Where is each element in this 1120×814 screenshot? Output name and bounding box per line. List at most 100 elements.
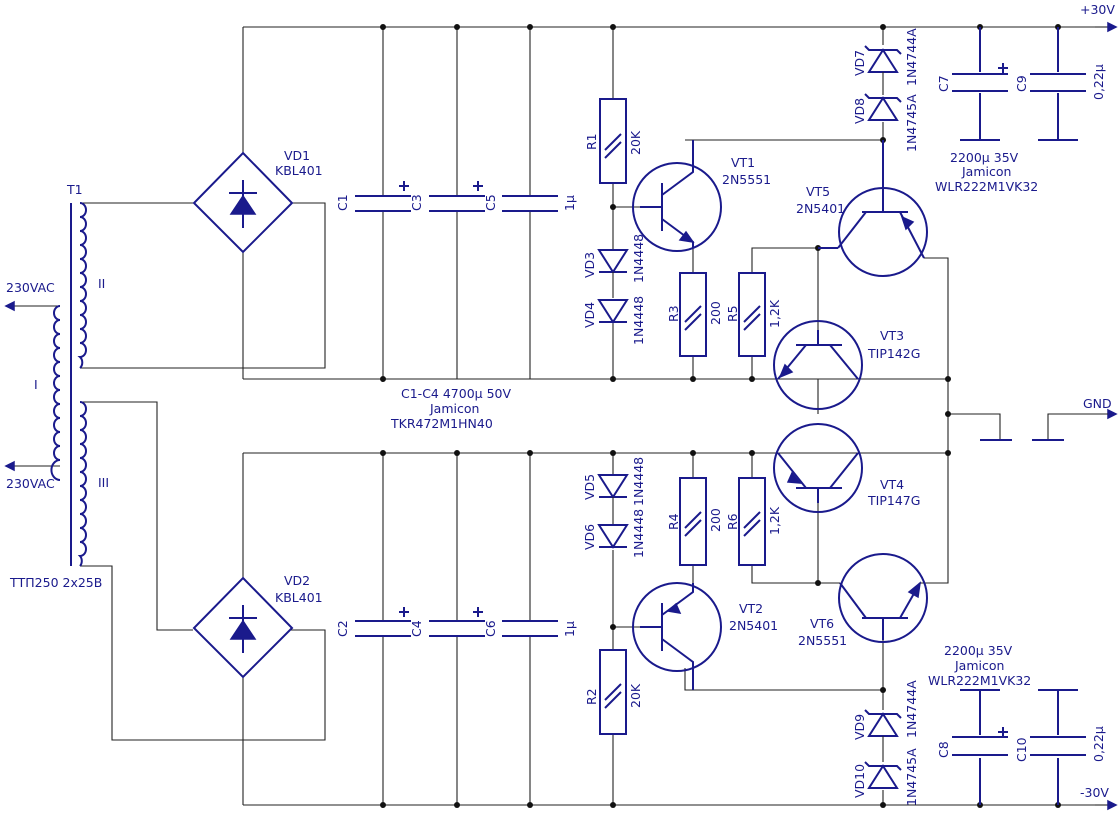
labels: +30V -30V GND T1 I II III 230VAC 230VAC … [6, 2, 1115, 806]
c6-label: C6 [483, 620, 498, 637]
t1-ref-label: T1 [66, 182, 83, 197]
cap-c4 [429, 620, 485, 637]
vt2-ref-label: VT2 [739, 601, 763, 616]
vd8-ref-label: VD8 [852, 98, 867, 124]
vt6-ref-label: VT6 [810, 616, 834, 631]
vd7-part-label: 1N4744A [904, 28, 919, 86]
vd2-part-label: KBL401 [275, 590, 323, 605]
r2-value-label: 20K [628, 683, 643, 708]
cap-c9 [1030, 73, 1086, 92]
c9-label: C9 [1014, 75, 1029, 92]
vd1-ref-label: VD1 [284, 148, 310, 163]
transformer-part-label: ТТП250 2x25В [9, 575, 102, 590]
vd9-ref-label: VD9 [852, 714, 867, 740]
outcap-top-line2: Jamicon [961, 164, 1011, 179]
vd8-part-label: 1N4745A [904, 94, 919, 152]
c10-label: C10 [1014, 737, 1029, 762]
vd9-part-label: 1N4744A [904, 680, 919, 738]
rail-pos-label: +30V [1080, 2, 1115, 17]
filter-note-line2: Jamicon [429, 401, 479, 416]
resistor-r6 [738, 477, 766, 566]
r3-value-label: 200 [708, 301, 723, 325]
c10-value-label: 0,22µ [1091, 726, 1106, 762]
r5-ref-label: R5 [725, 305, 740, 322]
vt4-part-label: TIP147G [867, 493, 920, 508]
c4-label: C4 [409, 620, 424, 637]
vt5-part-label: 2N5401 [796, 201, 845, 216]
c5-value-label: 1µ [562, 195, 577, 211]
vd7-ref-label: VD7 [852, 50, 867, 76]
resistors [599, 98, 766, 735]
resistor-r3 [679, 272, 707, 357]
r1-value-label: 20K [628, 130, 643, 155]
cap-c1 [355, 195, 411, 212]
r4-ref-label: R4 [666, 513, 681, 530]
vd6-part-label: 1N4448 [631, 509, 646, 558]
vt5-ref-label: VT5 [806, 184, 830, 199]
vd10-part-label: 1N4745A [904, 748, 919, 806]
gnd-label: GND [1083, 396, 1112, 411]
winding-ii-label: II [98, 276, 105, 291]
r2-ref-label: R2 [584, 688, 599, 705]
filter-note-line1: C1-C4 4700µ 50V [401, 386, 511, 401]
vt1-part-label: 2N5551 [722, 172, 771, 187]
resistor-r5 [738, 272, 766, 357]
vt2-part-label: 2N5401 [729, 618, 778, 633]
c2-label: C2 [335, 620, 350, 637]
resistor-r1 [599, 98, 627, 184]
cap-c8 [952, 736, 1008, 756]
vd5-part-label: 1N4448 [631, 457, 646, 506]
outcap-top-line3: WLR222M1VK32 [935, 179, 1038, 194]
c9-value-label: 0,22µ [1091, 64, 1106, 100]
bridge-vd2 [192, 576, 294, 679]
rail-neg-label: -30V [1080, 785, 1109, 800]
outcap-top-line1: 2200µ 35V [950, 150, 1019, 165]
filter-note-line3: TKR472M1HN40 [390, 416, 493, 431]
c8-label: C8 [936, 741, 951, 758]
outcap-bot-line3: WLR222M1VK32 [928, 673, 1031, 688]
input-top-label: 230VAC [6, 280, 55, 295]
winding-i-label: I [34, 377, 38, 392]
r6-value-label: 1,2K [767, 506, 782, 535]
vd3-part-label: 1N4448 [631, 234, 646, 283]
vt3-part-label: TIP142G [867, 346, 920, 361]
filter-capacitors [355, 181, 558, 637]
outcap-bot-line2: Jamicon [954, 658, 1004, 673]
output-capacitors [952, 27, 1086, 805]
c7-label: C7 [936, 75, 951, 92]
outcap-bot-line1: 2200µ 35V [944, 643, 1013, 658]
diodes [597, 45, 902, 789]
vt1-ref-label: VT1 [731, 155, 755, 170]
cap-c6 [502, 620, 558, 637]
winding-iii-label: III [98, 475, 109, 490]
cap-c5 [502, 195, 558, 212]
r4-value-label: 200 [708, 508, 723, 532]
vd3-ref-label: VD3 [582, 252, 597, 278]
transformer-t1 [50, 202, 87, 567]
resistor-r4 [679, 477, 707, 566]
vd10-ref-label: VD10 [852, 764, 867, 798]
cap-c2 [355, 620, 411, 637]
transistors [632, 140, 928, 690]
vd5-ref-label: VD5 [582, 474, 597, 500]
cap-c7 [952, 73, 1008, 92]
r3-ref-label: R3 [666, 305, 681, 322]
c1-label: C1 [335, 194, 350, 211]
bridge-vd1 [192, 151, 294, 254]
r6-ref-label: R6 [725, 513, 740, 530]
vd4-ref-label: VD4 [582, 302, 597, 328]
r1-ref-label: R1 [584, 133, 599, 150]
cap-c10 [1030, 736, 1086, 756]
cap-c3 [429, 195, 485, 212]
vt3-ref-label: VT3 [880, 328, 904, 343]
r5-value-label: 1,2K [767, 299, 782, 328]
junction-dots [380, 24, 1061, 808]
vt4-ref-label: VT4 [880, 477, 904, 492]
vd2-ref-label: VD2 [284, 573, 310, 588]
vt6-part-label: 2N5551 [798, 633, 847, 648]
vd6-ref-label: VD6 [582, 524, 597, 550]
c6-value-label: 1µ [562, 621, 577, 637]
c3-label: C3 [409, 194, 424, 211]
vd4-part-label: 1N4448 [631, 296, 646, 345]
